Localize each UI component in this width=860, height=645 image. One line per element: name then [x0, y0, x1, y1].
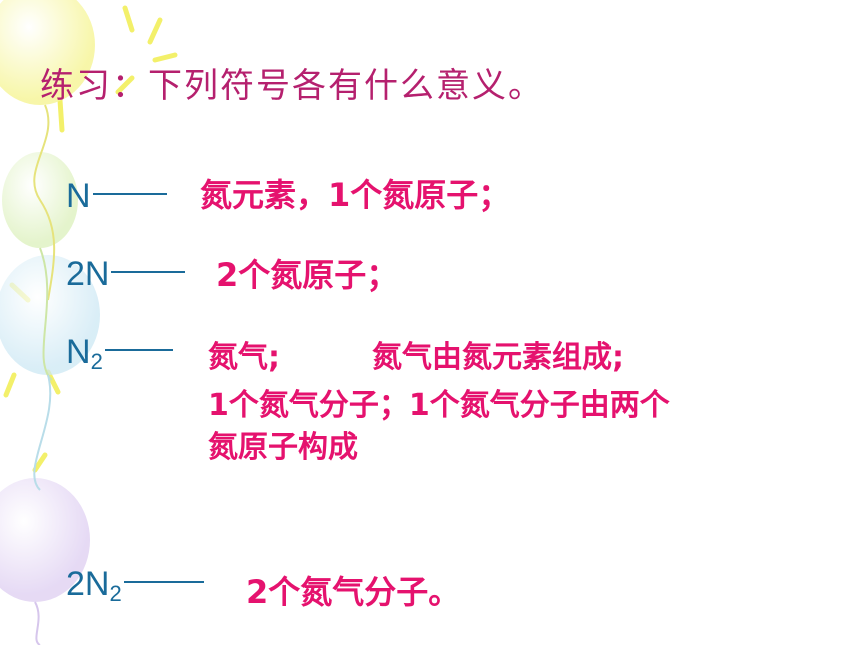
symbol-text: 2N: [66, 565, 110, 603]
exercise-title: 练习：下列符号各有什么意义。: [40, 66, 544, 106]
dash-line: [104, 349, 173, 352]
symbol-n: N: [66, 177, 167, 216]
blue-balloon: [0, 255, 100, 375]
symbol-subscript: 2: [109, 581, 122, 606]
answer-n2-line1b: 氮气由氮元素组成;: [372, 340, 624, 375]
answer-2n2: 2个氮气分子。: [246, 573, 461, 611]
answer-n2-line3: 氮原子构成: [208, 430, 358, 465]
answer-n: 氮元素，1个氮原子；: [200, 176, 511, 214]
symbol-text: N: [66, 177, 91, 215]
symbol-text: N: [66, 333, 91, 371]
dash-line: [123, 581, 204, 584]
symbol-n2: N2: [66, 333, 173, 375]
purple-balloon: [0, 478, 90, 602]
symbol-subscript: 2: [90, 349, 103, 374]
symbol-2n: 2N: [66, 255, 186, 294]
yellow-balloon: [0, 0, 95, 105]
answer-n2-line2: 1个氮气分子；1个氮气分子由两个: [208, 388, 670, 423]
dash-line: [111, 271, 186, 274]
answer-n2-line1a: 氮气;: [208, 340, 280, 375]
symbol-text: 2N: [66, 255, 110, 293]
dash-line: [92, 193, 167, 196]
answer-2n: 2个氮原子；: [216, 256, 399, 294]
symbol-2n2: 2N2: [66, 565, 204, 607]
